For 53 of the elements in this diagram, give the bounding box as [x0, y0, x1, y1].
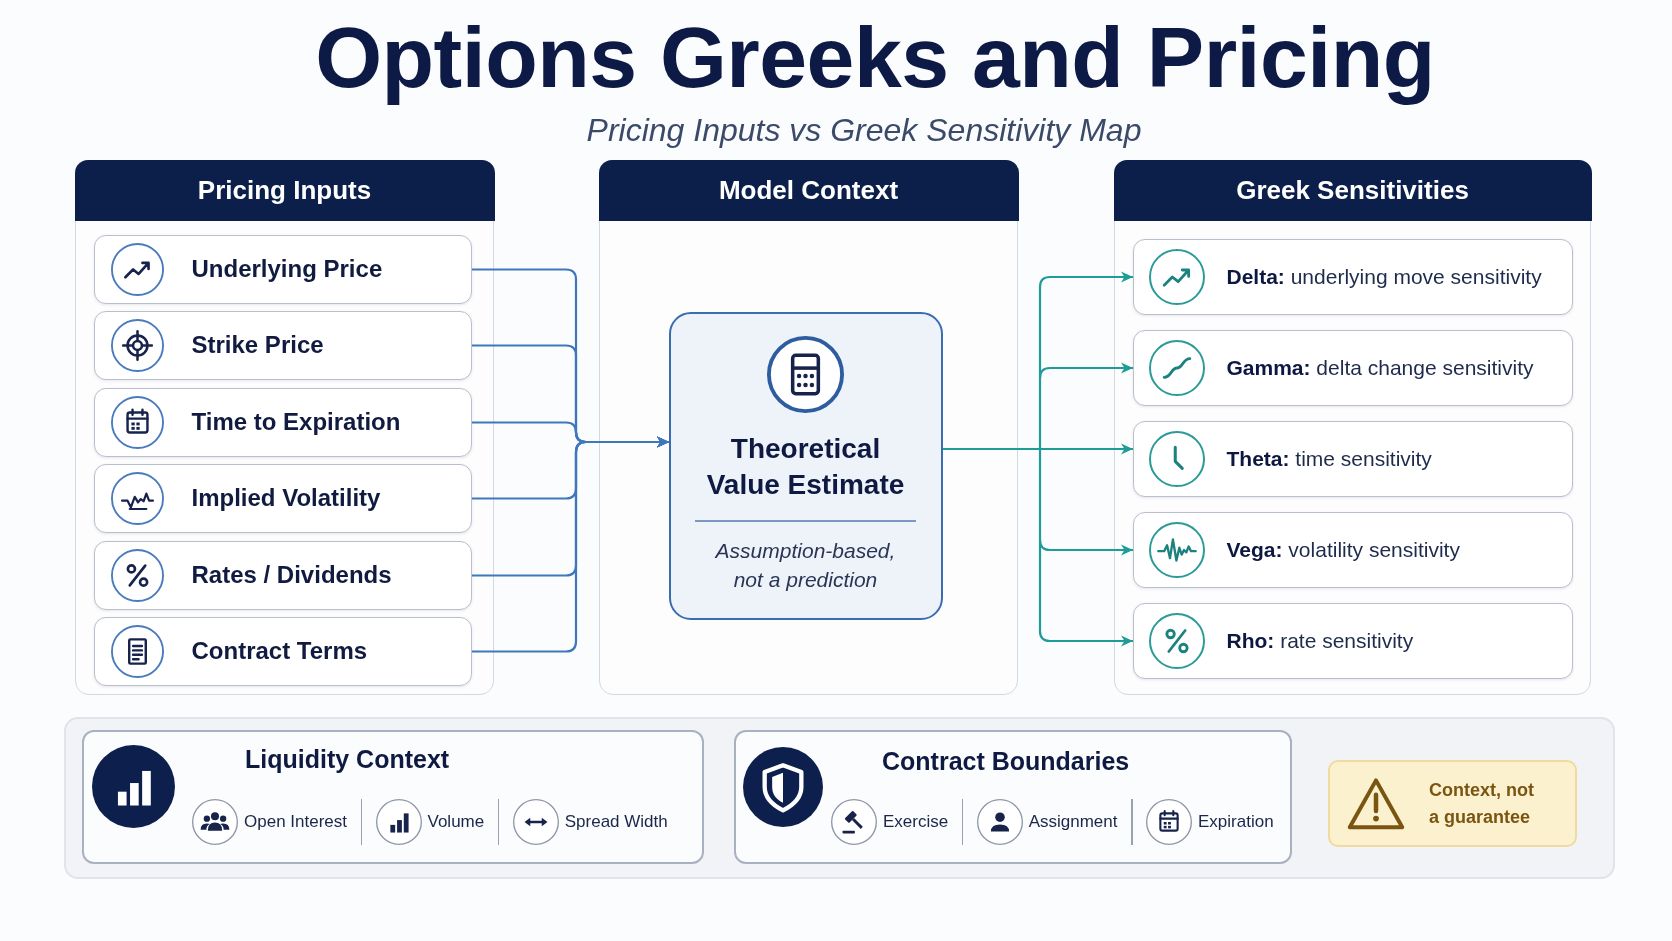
metric-label: Open Interest [244, 812, 347, 832]
title: Options Greeks and Pricing [315, 8, 1435, 107]
greek-card [1132, 602, 1573, 679]
subtitle: Pricing Inputs vs Greek Sensitivity Map [586, 111, 1142, 150]
input-card [93, 387, 472, 457]
panel [599, 160, 1018, 695]
arrow [1038, 539, 1133, 556]
arrow [1038, 271, 1133, 288]
panel-header: Model Context [598, 159, 1019, 221]
input-label: Contract Terms [191, 637, 368, 665]
metric-label: Exercise [883, 812, 949, 832]
greek-description: Vega: volatility sensitivity [1226, 537, 1460, 562]
warning-text: Context, not a guarantee [1429, 778, 1535, 829]
greek-card [1132, 238, 1573, 315]
arrow [1038, 630, 1133, 647]
card-title: Contract Boundaries [882, 746, 1130, 776]
context-card [82, 730, 704, 864]
input-label: Underlying Price [191, 255, 383, 283]
metric-label: Assignment [1028, 812, 1118, 832]
metric-label: Volume [427, 812, 485, 832]
greek-card [1132, 511, 1573, 588]
result-heading: Theoretical Value Estimate [705, 431, 906, 502]
greek-description: Theta: time sensitivity [1226, 446, 1432, 471]
greek-card [1132, 420, 1573, 497]
arrow [1038, 362, 1133, 379]
input-card [93, 463, 472, 533]
context-card [734, 730, 1292, 864]
metric-label: Expiration [1198, 812, 1274, 832]
input-card [93, 234, 472, 304]
input-card [93, 540, 472, 610]
warning-note [1328, 760, 1577, 847]
result-note: Assumption-based, not a prediction [713, 537, 897, 593]
panel-header: Pricing Inputs [74, 159, 495, 221]
input-label: Time to Expiration [191, 408, 401, 436]
card-title: Liquidity Context [245, 744, 450, 774]
greek-description: Delta: underlying move sensitivity [1226, 264, 1542, 289]
input-card [93, 616, 472, 686]
greek-description: Rho: rate sensitivity [1226, 628, 1414, 653]
result-card [668, 311, 943, 620]
connector-trunk [941, 285, 1042, 633]
panel [1114, 160, 1591, 695]
panel-header: Greek Sensitivities [1113, 159, 1592, 221]
metric-label: Spread Width [564, 812, 668, 832]
greek-description: Gamma: delta change sensitivity [1226, 355, 1534, 380]
panel [75, 160, 494, 695]
context-band [64, 717, 1615, 879]
greek-card [1132, 329, 1573, 406]
arrow [472, 436, 669, 653]
input-card [93, 310, 472, 380]
input-label: Implied Volatility [191, 484, 381, 512]
input-label: Strike Price [191, 331, 324, 359]
input-label: Rates / Dividends [191, 561, 392, 589]
arrow [1040, 443, 1133, 455]
